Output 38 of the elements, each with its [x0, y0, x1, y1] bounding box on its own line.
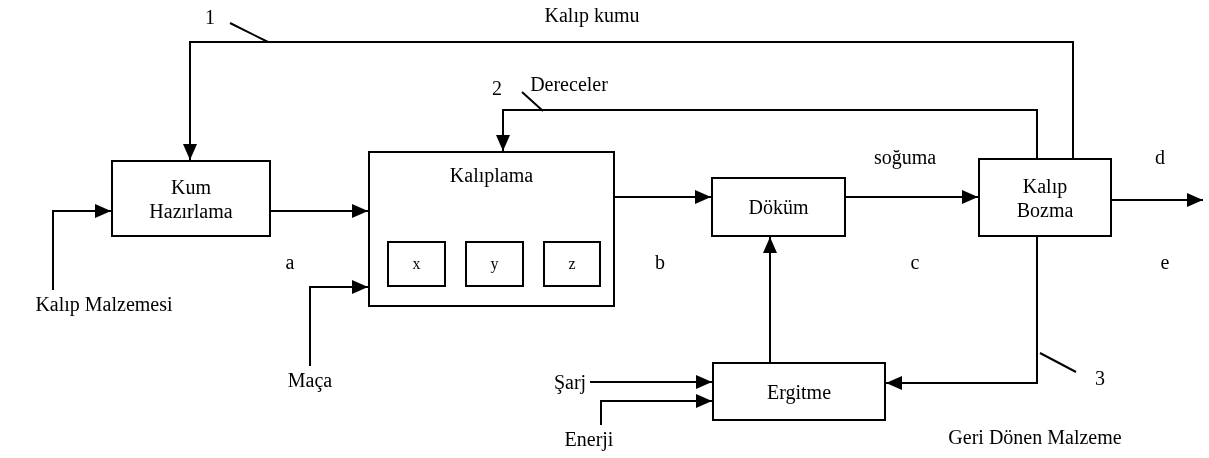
- flow-label: e: [1159, 251, 1171, 273]
- flow-label: 2: [491, 77, 503, 99]
- arrow: [270, 204, 369, 218]
- box-label: Kalıplama: [449, 163, 534, 187]
- box-label: Döküm: [748, 195, 809, 219]
- process-box: [978, 158, 1112, 237]
- input-label: Şarj: [553, 370, 587, 394]
- arrow: [763, 236, 777, 363]
- process-box: [711, 177, 846, 237]
- box-label: Kalıp Bozma: [1015, 173, 1075, 222]
- flow-label: d: [1154, 146, 1166, 168]
- arrow: [885, 236, 1038, 390]
- arrow: [52, 204, 112, 291]
- process-box: [111, 160, 271, 237]
- arrow: [1111, 193, 1204, 207]
- arrow: [845, 190, 979, 204]
- process-box: [368, 151, 615, 307]
- arrow: [183, 41, 1074, 161]
- box-label: z: [568, 254, 576, 274]
- arrow: [600, 394, 713, 426]
- input-label: Maça: [287, 368, 333, 392]
- sub-box: [387, 241, 446, 287]
- flow-label: soğuma: [872, 146, 938, 168]
- flow-label: 1: [204, 6, 216, 28]
- process-box: [712, 362, 886, 421]
- input-label: Kalıp Malzemesi: [35, 292, 173, 316]
- sub-box: [543, 241, 601, 287]
- arrow: [496, 109, 1038, 159]
- arrow: [309, 280, 369, 367]
- box-label: Kum Hazırlama: [148, 174, 234, 223]
- box-label: Ergitme: [766, 379, 832, 404]
- flow-label: 3: [1094, 367, 1106, 389]
- arrow: [614, 190, 712, 204]
- box-label: x: [412, 254, 421, 274]
- input-label: Enerji: [564, 427, 614, 451]
- box-label: y: [490, 254, 499, 274]
- arrow: [589, 375, 713, 389]
- sub-box: [465, 241, 524, 287]
